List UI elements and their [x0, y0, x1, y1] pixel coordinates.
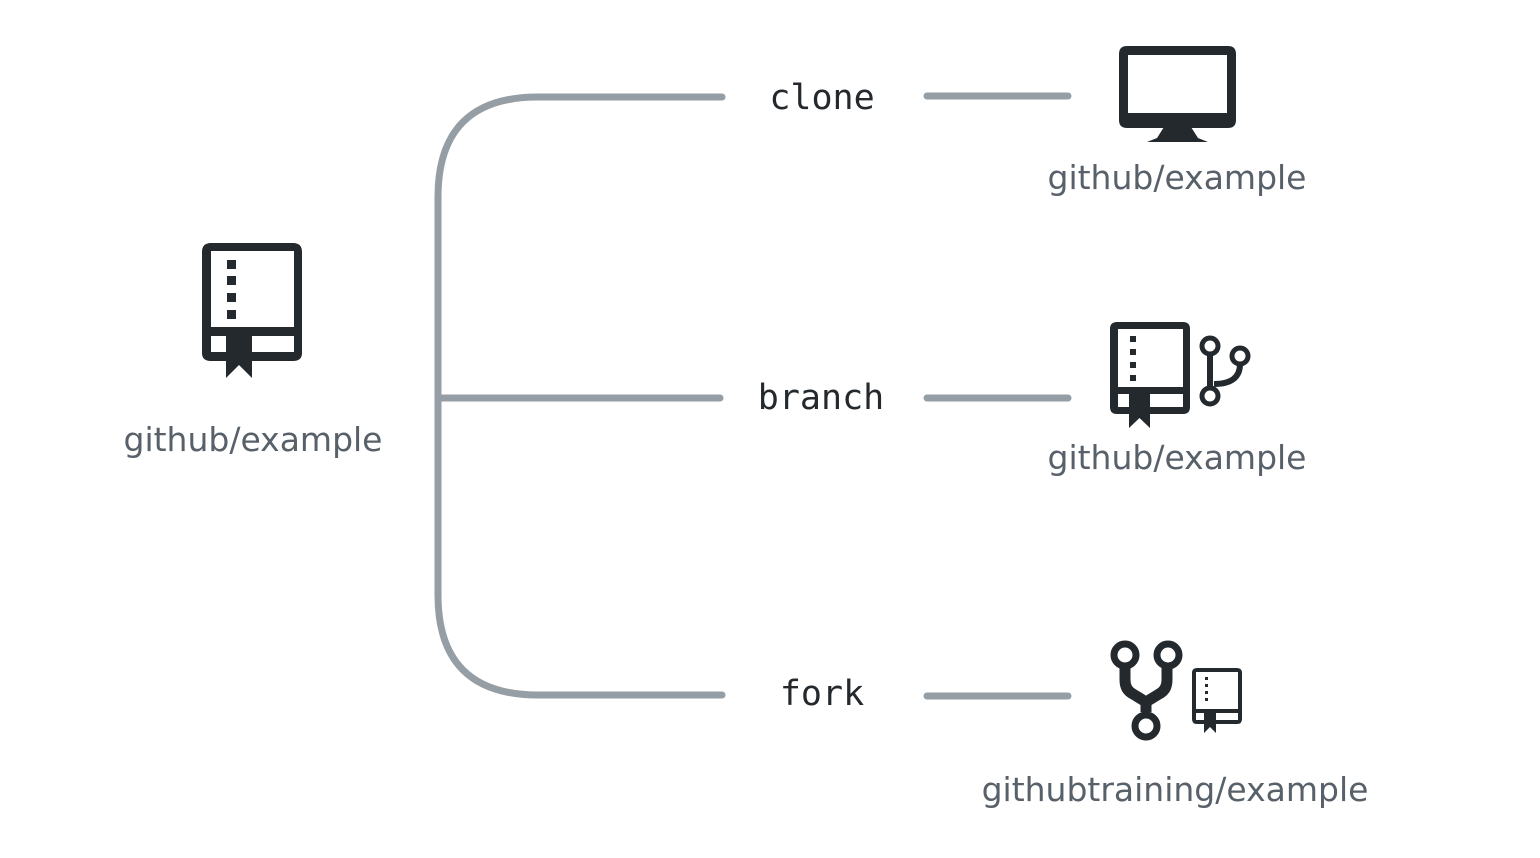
clone-action-label: clone [769, 78, 875, 118]
repo-branch-icon [1110, 322, 1251, 428]
repo-icon [202, 243, 302, 378]
branch-action-label: branch [757, 378, 885, 418]
branch-target-label: github/example [1047, 438, 1307, 477]
desktop-icon [1119, 46, 1236, 142]
fork-target-label: githubtraining/example [981, 770, 1369, 809]
fork-action-label: fork [779, 674, 865, 714]
clone-target-label: github/example [1047, 158, 1307, 197]
fork-repo-icon [1110, 640, 1242, 741]
source-repo-label: github/example [123, 420, 383, 459]
